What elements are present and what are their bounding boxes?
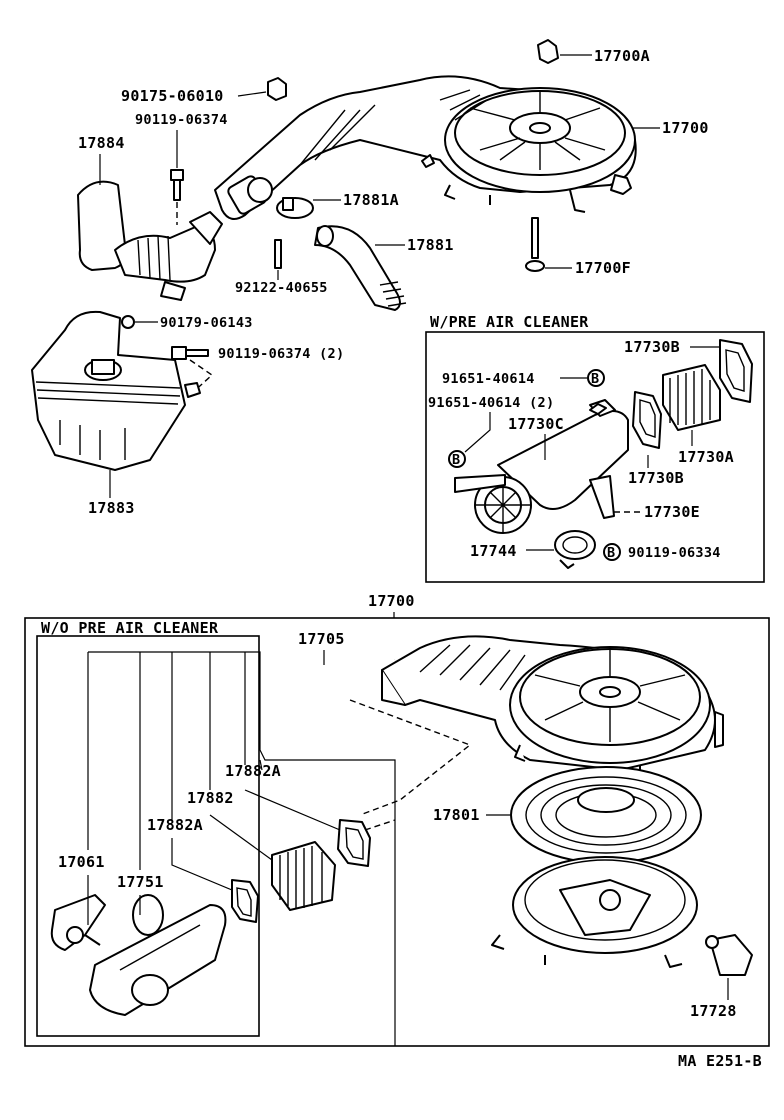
marker-b-2: B <box>448 450 466 468</box>
label-92122-40655: 92122-40655 <box>235 280 328 296</box>
label-17884: 17884 <box>78 134 125 152</box>
label-17801: 17801 <box>433 806 480 824</box>
air-cleaner-housing-main <box>381 635 724 777</box>
label-17730C: 17730C <box>508 415 564 433</box>
filter-element-17801 <box>510 766 702 864</box>
nut-90179-06143 <box>121 315 135 329</box>
svg-text:B: B <box>591 371 599 387</box>
seal-17730B-lower <box>632 391 662 449</box>
clamp-17744 <box>554 530 596 569</box>
label-17730E: 17730E <box>644 503 700 521</box>
resonator-17883 <box>31 310 201 471</box>
label-91651-40614-pair: 91651-40614 (2) <box>428 395 554 411</box>
air-cleaner-housing-top <box>214 75 637 220</box>
label-17883: 17883 <box>88 499 135 517</box>
label-90119-06334: 90119-06334 <box>628 545 721 561</box>
seal-17730B-upper <box>719 339 753 403</box>
stud-92122-40655 <box>274 239 282 269</box>
label-17744: 17744 <box>470 542 517 560</box>
bracket-17730E <box>589 475 615 519</box>
reference-code: MA E251-B <box>678 1052 762 1070</box>
svg-text:B: B <box>452 452 460 468</box>
label-17751: 17751 <box>117 873 164 891</box>
bolt-17700F <box>525 217 545 272</box>
air-cleaner-lower-case <box>491 856 698 968</box>
label-90175-06010: 90175-06010 <box>121 87 224 105</box>
clip-17700A <box>537 39 559 64</box>
label-90119-06374-pair: 90119-06374 (2) <box>218 346 344 362</box>
valve-17061 <box>50 894 106 951</box>
leader-lines-wo-pre <box>87 651 396 1046</box>
svg-text:B: B <box>607 545 615 561</box>
bolt-90119-06374 <box>170 169 184 201</box>
wo-pre-air-cleaner-box <box>36 635 260 1037</box>
label-17881A: 17881A <box>343 191 399 209</box>
label-17882A-upper: 17882A <box>225 762 281 780</box>
hose-clamp-17881A <box>276 197 314 219</box>
label-17881: 17881 <box>407 236 454 254</box>
label-90179-06143: 90179-06143 <box>160 315 253 331</box>
label-17705: 17705 <box>298 630 345 648</box>
marker-b-1: B <box>587 369 605 387</box>
label-90119-06374-top: 90119-06374 <box>135 112 228 128</box>
intake-duct-17884 <box>77 180 223 301</box>
bolt-90119-06374-pair <box>171 346 209 360</box>
label-17730A: 17730A <box>678 448 734 466</box>
bellows-17730A <box>662 364 721 431</box>
label-91651-40614: 91651-40614 <box>442 371 535 387</box>
clip-90175-06010 <box>267 77 287 101</box>
marker-b-3: B <box>603 543 621 561</box>
label-17730B-upper: 17730B <box>624 338 680 356</box>
label-17700A: 17700A <box>594 47 650 65</box>
label-17700-top: 17700 <box>662 119 709 137</box>
main-assembly-box <box>24 617 770 1047</box>
pre-air-cleaner-box <box>425 331 765 583</box>
section-pre-air-cleaner: W/PRE AIR CLEANER <box>430 313 589 331</box>
section-wo-pre-air-cleaner: W/O PRE AIR CLEANER <box>41 619 219 637</box>
label-17061: 17061 <box>58 853 105 871</box>
seal-17882A-right <box>337 819 371 867</box>
pre-cleaner-17730C <box>454 399 629 534</box>
nut-91651-40614 <box>589 403 607 415</box>
hose-17881 <box>314 225 407 311</box>
duct-17751 <box>89 894 227 1016</box>
label-17882A-lower: 17882A <box>147 816 203 834</box>
label-17700F: 17700F <box>575 259 631 277</box>
bellows-17882 <box>271 841 336 911</box>
label-17730B-lower: 17730B <box>628 469 684 487</box>
label-17882: 17882 <box>187 789 234 807</box>
label-17728: 17728 <box>690 1002 737 1020</box>
label-17700-main: 17700 <box>368 592 415 610</box>
tube-17705 <box>273 658 396 761</box>
valve-17728 <box>705 934 753 976</box>
seal-17882A-left <box>231 879 259 923</box>
